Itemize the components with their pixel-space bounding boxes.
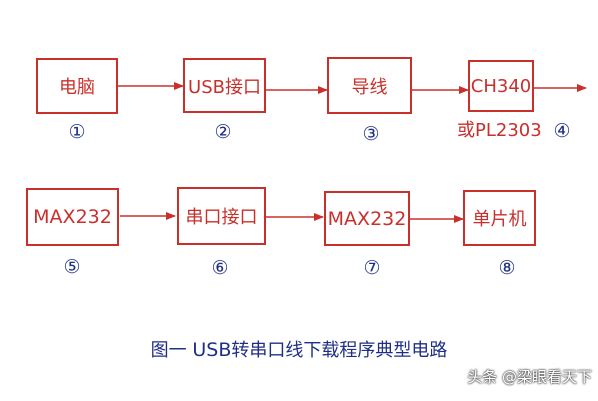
number-6: ⑥ [211, 257, 229, 279]
number-2: ② [214, 121, 232, 143]
number-3: ③ [362, 123, 380, 145]
box-mcu-label: 单片机 [472, 209, 527, 230]
box-ch340: CH340 [468, 60, 534, 112]
box-wire-label: 导线 [351, 76, 388, 98]
caption-usb: USB [192, 339, 232, 361]
number-8: ⑧ [498, 257, 516, 279]
box-computer: 电脑 [36, 58, 118, 114]
box-usb-port-label: USB接口 [188, 76, 261, 98]
box-computer-label: 电脑 [59, 77, 95, 98]
box-ch340-label: CH340 [470, 75, 532, 97]
box-max232-a: MAX232 [26, 188, 119, 246]
box-serial-port: 串口接口 [177, 187, 266, 245]
caption-rest: 转串口线下载程序典型电路 [231, 340, 448, 361]
caption-prefix: 图一 [150, 340, 193, 361]
figure-caption: 图一 USB转串口线下载程序典型电路 [0, 341, 598, 360]
number-4: ④ [553, 120, 571, 142]
alt-chip-label: 或PL2303 [457, 120, 542, 141]
number-7: ⑦ [363, 257, 381, 279]
number-1: ① [68, 121, 86, 143]
number-5: ⑤ [63, 256, 81, 278]
box-max232-b-label: MAX232 [327, 207, 407, 230]
box-max232-b: MAX232 [324, 191, 410, 246]
box-wire: 导线 [327, 57, 412, 114]
box-mcu: 单片机 [463, 190, 536, 246]
box-usb-port: USB接口 [183, 58, 266, 113]
watermark: 头条 @梁眼看天下 [467, 368, 592, 386]
box-serial-port-label: 串口接口 [185, 207, 258, 228]
box-max232-a-label: MAX232 [33, 206, 112, 228]
